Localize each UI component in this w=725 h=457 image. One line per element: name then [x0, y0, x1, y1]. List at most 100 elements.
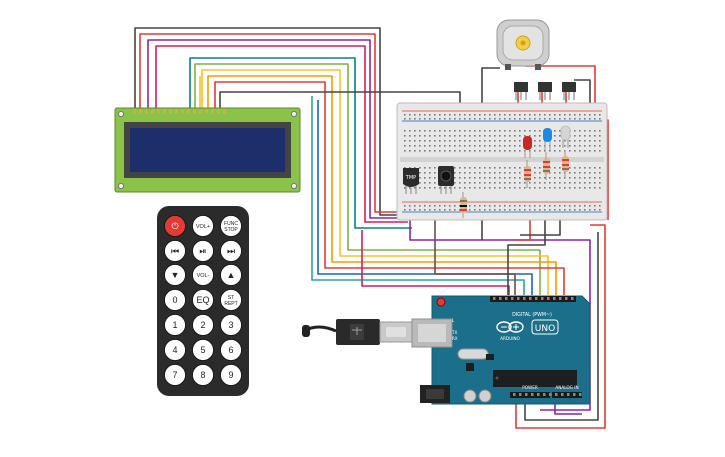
breadboard-hole: [554, 187, 556, 189]
breadboard-hole: [584, 177, 586, 179]
breadboard-hole: [454, 209, 456, 211]
remote-button-9[interactable]: 9: [220, 364, 242, 386]
breadboard-hole: [419, 172, 421, 174]
header-pin: [525, 393, 528, 396]
remote-button-up[interactable]: ▲: [220, 264, 242, 286]
breadboard-hole: [569, 118, 571, 120]
breadboard-hole: [479, 140, 481, 142]
breadboard-hole: [449, 150, 451, 152]
remote-button-7[interactable]: 7: [164, 364, 186, 386]
arduino-tx-label: TX: [451, 330, 457, 335]
breadboard-hole: [414, 118, 416, 120]
remote-button-2[interactable]: 2: [192, 314, 214, 336]
breadboard-hole: [534, 118, 536, 120]
remote-button-down[interactable]: ▼: [164, 264, 186, 286]
breadboard-hole: [429, 140, 431, 142]
breadboard-hole: [534, 182, 536, 184]
breadboard-hole: [484, 145, 486, 147]
breadboard-hole: [469, 205, 471, 207]
breadboard-hole: [559, 140, 561, 142]
breadboard-hole: [519, 114, 521, 116]
lcd-pin: [217, 109, 220, 114]
breadboard-hole: [519, 187, 521, 189]
resistor-2: [524, 160, 531, 188]
breadboard-hole: [599, 182, 601, 184]
breadboard-hole: [434, 135, 436, 137]
breadboard-hole: [404, 114, 406, 116]
breadboard-hole: [484, 118, 486, 120]
breadboard-hole: [504, 135, 506, 137]
breadboard-hole: [599, 140, 601, 142]
breadboard-hole: [469, 167, 471, 169]
breadboard-hole: [424, 135, 426, 137]
remote-button-3[interactable]: 3: [220, 314, 242, 336]
breadboard-hole: [584, 172, 586, 174]
breadboard-hole: [404, 187, 406, 189]
breadboard-hole: [454, 205, 456, 207]
breadboard-hole: [579, 145, 581, 147]
breadboard-hole: [489, 150, 491, 152]
breadboard-hole: [429, 118, 431, 120]
breadboard-hole: [419, 177, 421, 179]
breadboard-hole: [484, 150, 486, 152]
breadboard-hole: [554, 209, 556, 211]
breadboard-hole: [454, 150, 456, 152]
remote-button-5[interactable]: 5: [192, 339, 214, 361]
breadboard-hole: [529, 182, 531, 184]
remote-button-0[interactable]: 0: [164, 289, 186, 311]
breadboard-hole: [414, 167, 416, 169]
breadboard-hole: [439, 150, 441, 152]
resistor-3: [543, 152, 550, 180]
breadboard-hole: [424, 118, 426, 120]
breadboard-hole: [409, 150, 411, 152]
breadboard-hole: [499, 177, 501, 179]
breadboard-hole: [434, 205, 436, 207]
lcd-pin: [133, 109, 136, 114]
remote-button-8[interactable]: 8: [192, 364, 214, 386]
breadboard-hole: [469, 187, 471, 189]
remote-button-4[interactable]: 4: [164, 339, 186, 361]
remote-button-6[interactable]: 6: [220, 339, 242, 361]
ir-lens: [440, 170, 452, 182]
remote-button-play-pause[interactable]: ⏯: [192, 240, 214, 262]
breadboard-hole: [509, 140, 511, 142]
breadboard-hole: [494, 114, 496, 116]
remote-button-eq[interactable]: EQ: [192, 289, 214, 311]
remote-button-prev[interactable]: ⏮: [164, 240, 186, 262]
breadboard-hole: [449, 140, 451, 142]
breadboard-hole: [484, 135, 486, 137]
breadboard-hole: [489, 145, 491, 147]
breadboard-hole: [539, 135, 541, 137]
breadboard-hole: [579, 187, 581, 189]
breadboard-hole: [404, 145, 406, 147]
breadboard-hole: [474, 177, 476, 179]
breadboard-hole: [514, 150, 516, 152]
breadboard-hole: [424, 150, 426, 152]
remote-button-power[interactable]: ⏻: [164, 215, 186, 237]
wire-lcd-10: [219, 91, 461, 110]
breadboard-hole: [534, 130, 536, 132]
breadboard-hole: [464, 130, 466, 132]
breadboard-hole: [539, 130, 541, 132]
breadboard-hole: [569, 145, 571, 147]
remote-button-vol-minus[interactable]: VOL-: [192, 264, 214, 286]
breadboard-hole: [544, 114, 546, 116]
breadboard-hole: [574, 150, 576, 152]
remote-button-next[interactable]: ⏭: [220, 240, 242, 262]
remote-button-vol-plus[interactable]: VOL+: [192, 215, 214, 237]
breadboard-hole: [499, 145, 501, 147]
breadboard-hole: [509, 150, 511, 152]
breadboard-hole: [544, 150, 546, 152]
header-pin: [579, 393, 582, 396]
breadboard-hole: [559, 167, 561, 169]
breadboard-hole: [409, 114, 411, 116]
breadboard-hole: [504, 205, 506, 207]
lcd-pin: [193, 109, 196, 114]
breadboard-hole: [439, 187, 441, 189]
breadboard-hole: [484, 209, 486, 211]
breadboard-hole: [529, 209, 531, 211]
breadboard-hole: [414, 114, 416, 116]
remote-button-1[interactable]: 1: [164, 314, 186, 336]
